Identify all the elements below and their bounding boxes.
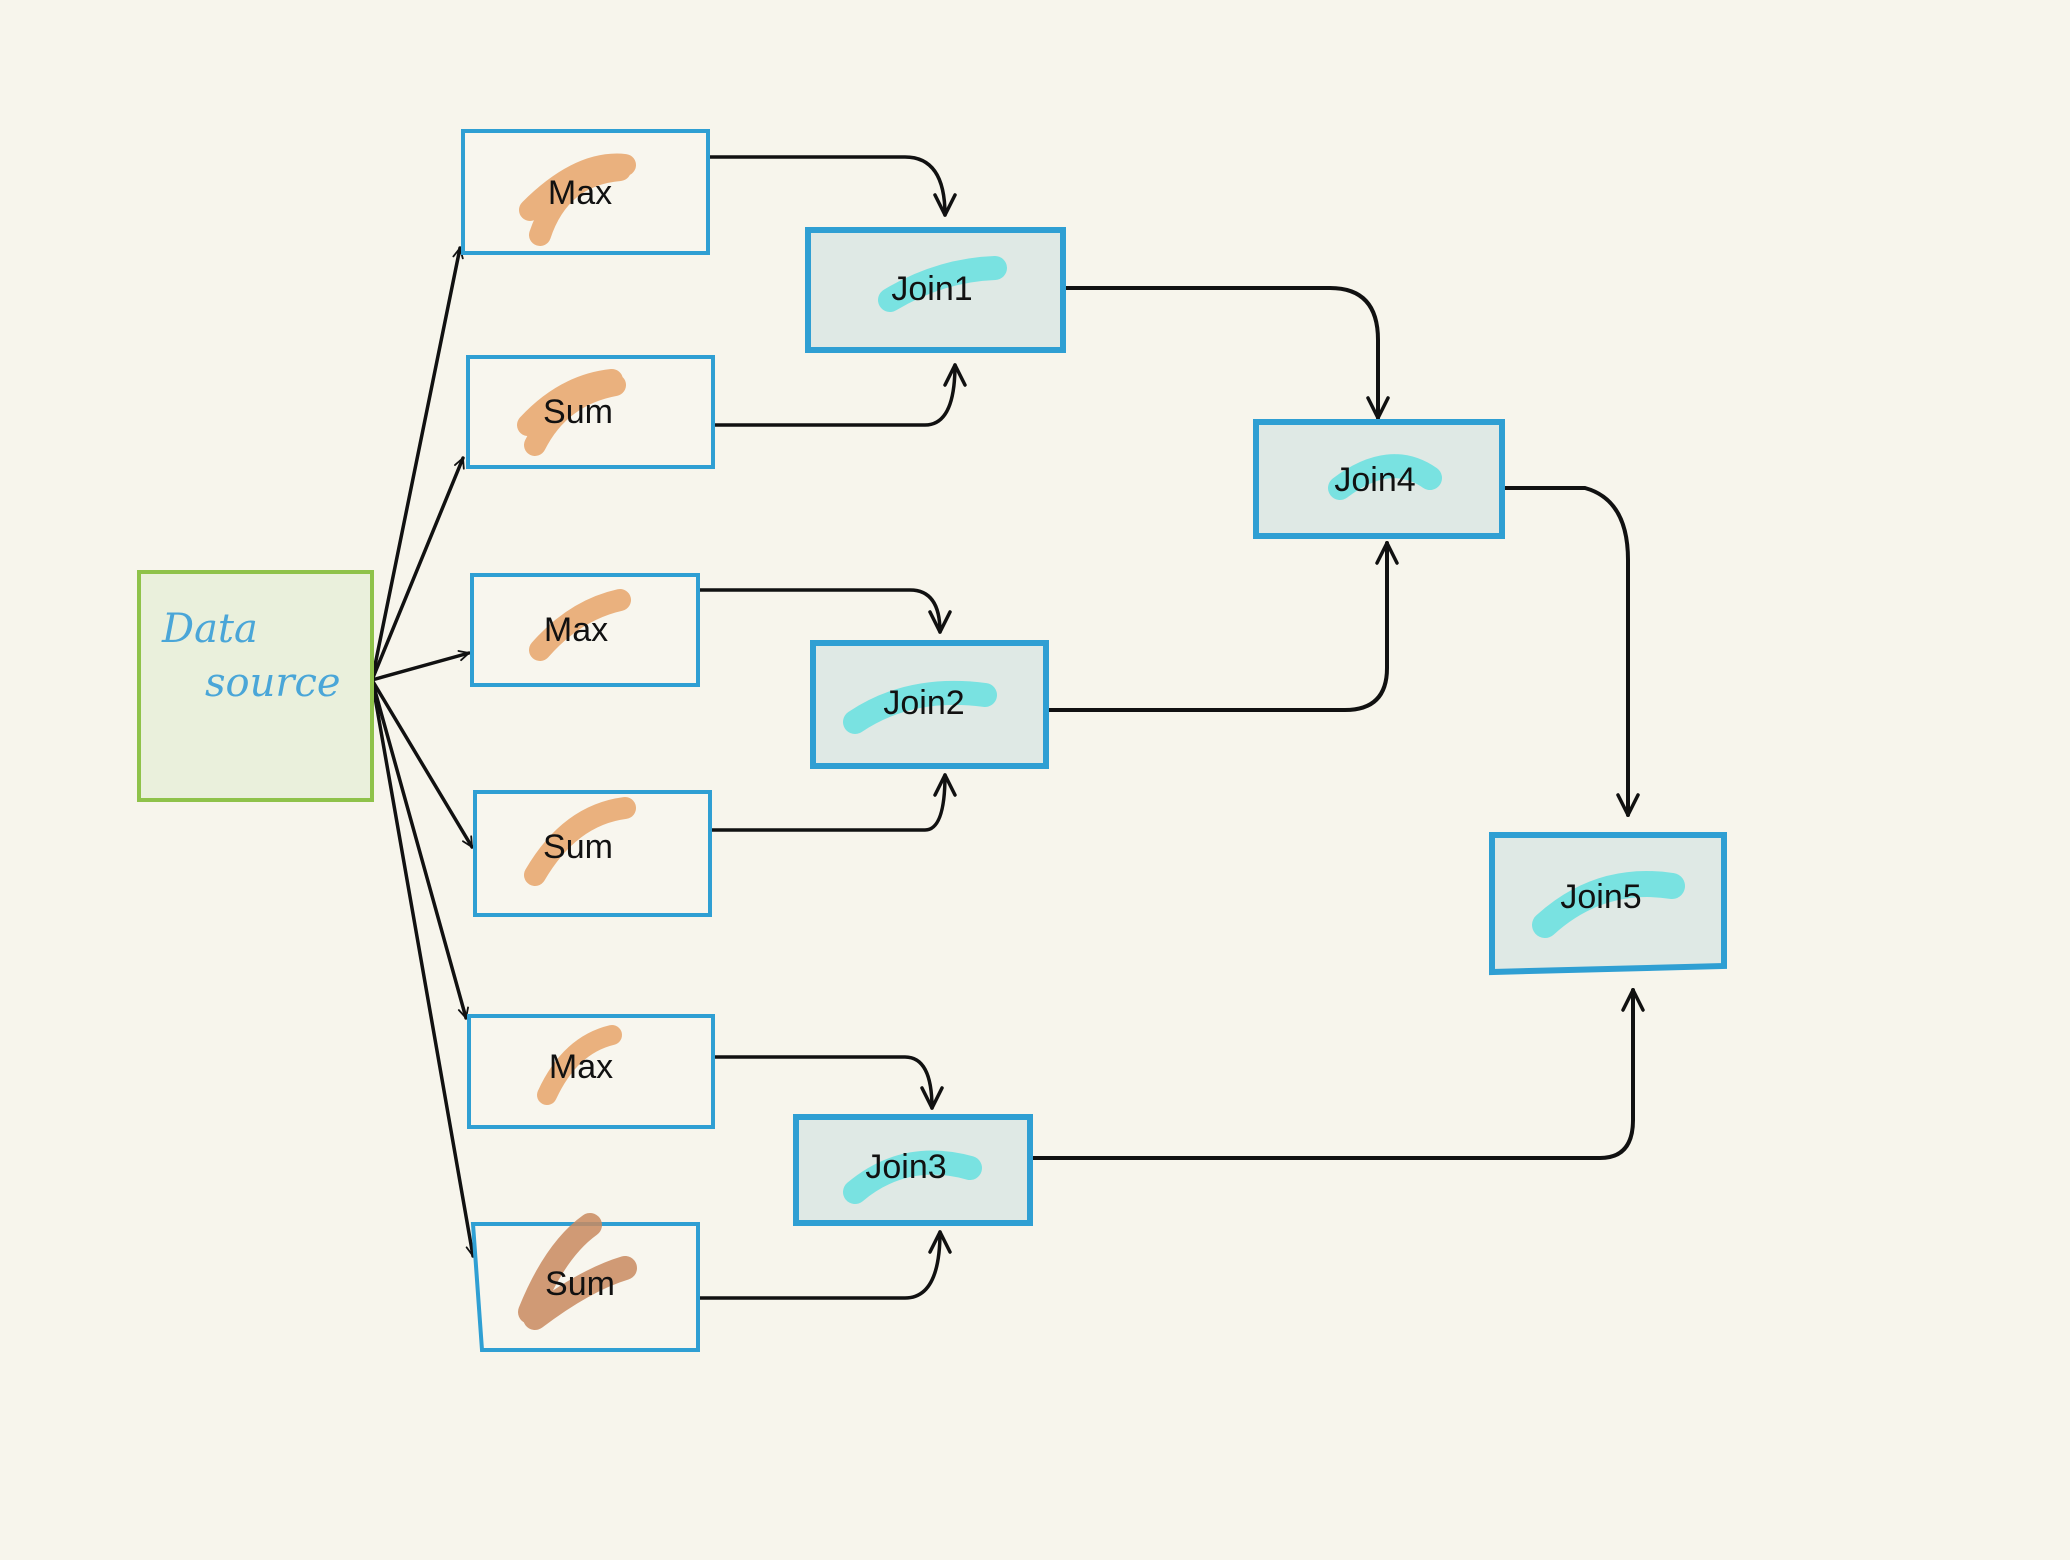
- orange-highlight-scribble: [524, 797, 636, 886]
- join-label: Join3: [865, 1148, 946, 1186]
- join-edges: [1028, 286, 1645, 1160]
- agg-label: Max: [544, 611, 608, 649]
- orange-highlight-scribble: [537, 1025, 622, 1105]
- cyan-highlight-scribble: [843, 1150, 982, 1204]
- aggregator-node[interactable]: Max: [461, 129, 710, 255]
- cyan-highlight-scribble: [1328, 454, 1442, 500]
- edge-source-agg3: [370, 650, 471, 682]
- edge-agg1-join1: [706, 155, 957, 217]
- aggregator-node[interactable]: Sum: [473, 790, 712, 917]
- edge-join4-join5: [1500, 486, 1640, 817]
- cyan-highlight-scribble: [878, 256, 1007, 312]
- edge-join1-join4: [1061, 286, 1390, 420]
- join-label: Join4: [1334, 461, 1415, 499]
- edge-agg3-join2: [696, 588, 952, 634]
- edge-source-agg6: [370, 678, 477, 1258]
- join-node[interactable]: Join4: [1253, 419, 1505, 539]
- join-box: [793, 1114, 1033, 1226]
- cyan-highlight-scribble: [843, 680, 997, 734]
- edge-agg2-join1: [711, 363, 967, 427]
- agg-join-edges: [696, 155, 967, 1300]
- join-label: Join5: [1560, 878, 1641, 916]
- agg-label: Sum: [543, 828, 613, 866]
- orange-highlight-scribble: [519, 153, 636, 246]
- agg-label: Sum: [543, 393, 613, 431]
- join-box: [1489, 832, 1727, 976]
- join-node[interactable]: Join2: [810, 640, 1049, 769]
- orange-highlight-scribble: [517, 369, 626, 456]
- join-node[interactable]: Join1: [805, 227, 1066, 353]
- join-label: Join2: [883, 684, 964, 722]
- data-source-node[interactable]: Data source: [137, 570, 374, 802]
- data-source-box: [137, 570, 374, 802]
- edge-agg5-join3: [711, 1055, 944, 1110]
- agg-box: [470, 573, 700, 687]
- aggregator-node[interactable]: Sum: [466, 355, 715, 469]
- join-node[interactable]: Join5: [1489, 832, 1727, 976]
- join-node[interactable]: Join3: [793, 1114, 1033, 1226]
- edge-source-agg1: [370, 246, 464, 682]
- source-edges: [370, 246, 477, 1258]
- aggregator-node[interactable]: Sum: [470, 1213, 700, 1352]
- orange-highlight-scribble: [529, 589, 631, 661]
- edge-join3-join5: [1028, 988, 1645, 1160]
- edge-source-agg2: [370, 456, 465, 682]
- aggregator-node[interactable]: Max: [467, 1014, 715, 1129]
- agg-label: Max: [548, 174, 612, 212]
- edge-source-agg5: [370, 678, 469, 1020]
- aggregator-node[interactable]: Max: [470, 573, 700, 687]
- data-source-label-line2: source: [205, 660, 341, 706]
- edge-source-agg4: [370, 678, 474, 849]
- agg-label: Sum: [545, 1265, 615, 1303]
- agg-box: [461, 129, 710, 255]
- edge-agg6-join3: [696, 1230, 952, 1300]
- edge-agg4-join2: [708, 773, 957, 832]
- cyan-highlight-scribble: [1532, 871, 1685, 938]
- orange-highlight-scribble: [518, 1213, 637, 1330]
- join-label: Join1: [891, 270, 972, 308]
- agg-box: [466, 355, 715, 469]
- data-source-label-line1: Data: [161, 606, 258, 652]
- edge-join2-join4: [1044, 541, 1399, 712]
- agg-label: Max: [549, 1048, 613, 1086]
